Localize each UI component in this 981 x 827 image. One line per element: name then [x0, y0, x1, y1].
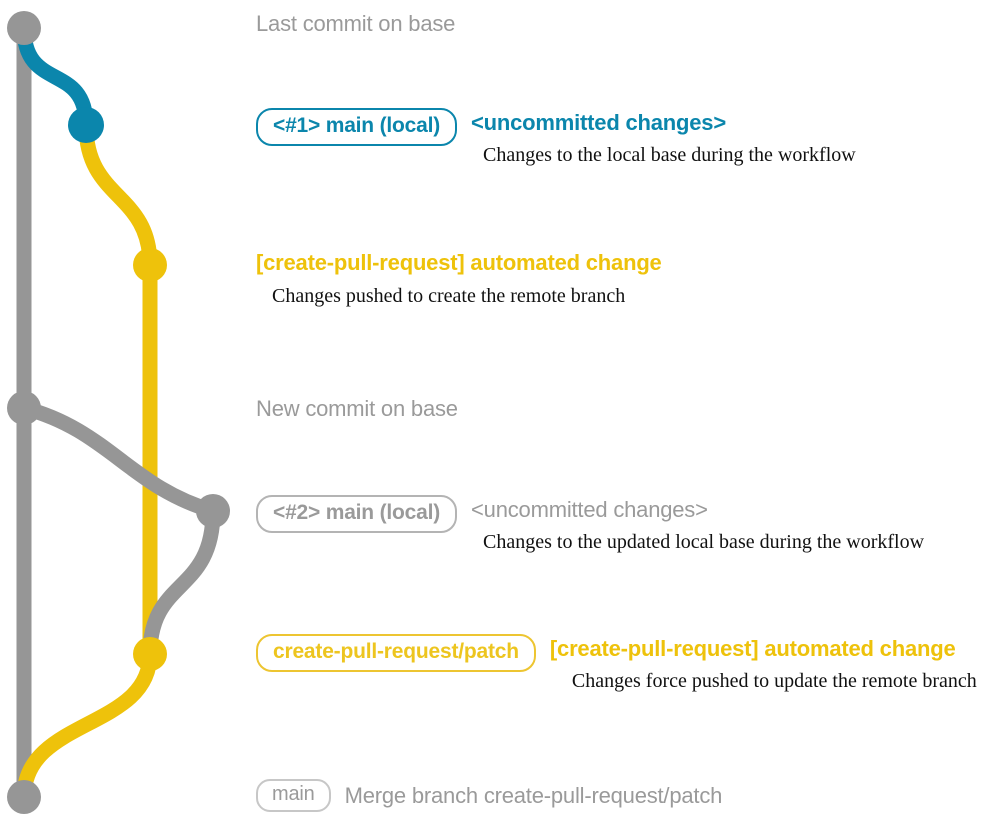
commit-node-local-1 — [68, 107, 104, 143]
badge-local-main-1[interactable]: <#1> main (local) — [256, 108, 458, 146]
branch-local-1 — [16, 20, 94, 133]
badge-create-pull-request-patch[interactable]: create-pull-request/patch — [256, 634, 536, 672]
row-remote-commit-2-text: [create-pull-request] automated change C… — [550, 634, 977, 693]
subtext-remote-commit-1: Changes pushed to create the remote bran… — [272, 285, 626, 307]
row-local-commit-2-text: <uncommitted changes> Changes to the upd… — [471, 495, 924, 554]
headline-uncommitted-changes-1: <uncommitted changes> — [471, 110, 726, 135]
commit-node-local-2 — [196, 494, 230, 528]
row-local-commit-1-text: <uncommitted changes> Changes to the loc… — [471, 108, 856, 167]
headline-automated-change-1: [create-pull-request] automated change — [256, 250, 662, 275]
commit-node-remote-1 — [133, 248, 167, 282]
headline-automated-change-2: [create-pull-request] automated change — [549, 636, 956, 661]
row-remote-commit-1: [create-pull-request] automated change C… — [256, 250, 662, 308]
headline-merge-branch: Merge branch create-pull-request/patch — [344, 782, 723, 808]
branch-local-2-out — [142, 503, 221, 662]
row-last-commit-on-base: Last commit on base — [256, 11, 455, 37]
branch-merge — [16, 646, 158, 805]
subtext-local-commit-1: Changes to the local base during the wor… — [483, 144, 856, 166]
commit-nodes — [7, 11, 230, 814]
row-merge-commit: main Merge branch create-pull-request/pa… — [256, 779, 722, 812]
headline-uncommitted-changes-2: <uncommitted changes> — [471, 497, 708, 522]
subtext-remote-commit-2: Changes force pushed to update the remot… — [571, 670, 977, 692]
subtext-local-commit-2: Changes to the updated local base during… — [483, 531, 925, 553]
row-local-commit-2: <#2> main (local) <uncommitted changes> … — [256, 495, 924, 554]
row-remote-commit-1-text: [create-pull-request] automated change C… — [256, 250, 662, 308]
row-new-commit-on-base: New commit on base — [256, 396, 458, 422]
commit-node-base-new — [7, 391, 41, 425]
headline-new-commit-on-base: New commit on base — [256, 396, 458, 421]
row-local-commit-1: <#1> main (local) <uncommitted changes> … — [256, 108, 856, 167]
commit-node-base-last — [7, 11, 41, 45]
headline-last-commit-on-base: Last commit on base — [256, 11, 456, 36]
branch-remote-1-in — [78, 117, 158, 273]
badge-main[interactable]: main — [256, 779, 331, 812]
badge-local-main-2[interactable]: <#2> main (local) — [256, 495, 458, 533]
row-remote-commit-2: create-pull-request/patch [create-pull-r… — [256, 634, 977, 693]
commit-node-remote-2 — [133, 637, 167, 671]
branch-local-2-in — [16, 400, 221, 519]
commit-node-base-merge — [7, 780, 41, 814]
